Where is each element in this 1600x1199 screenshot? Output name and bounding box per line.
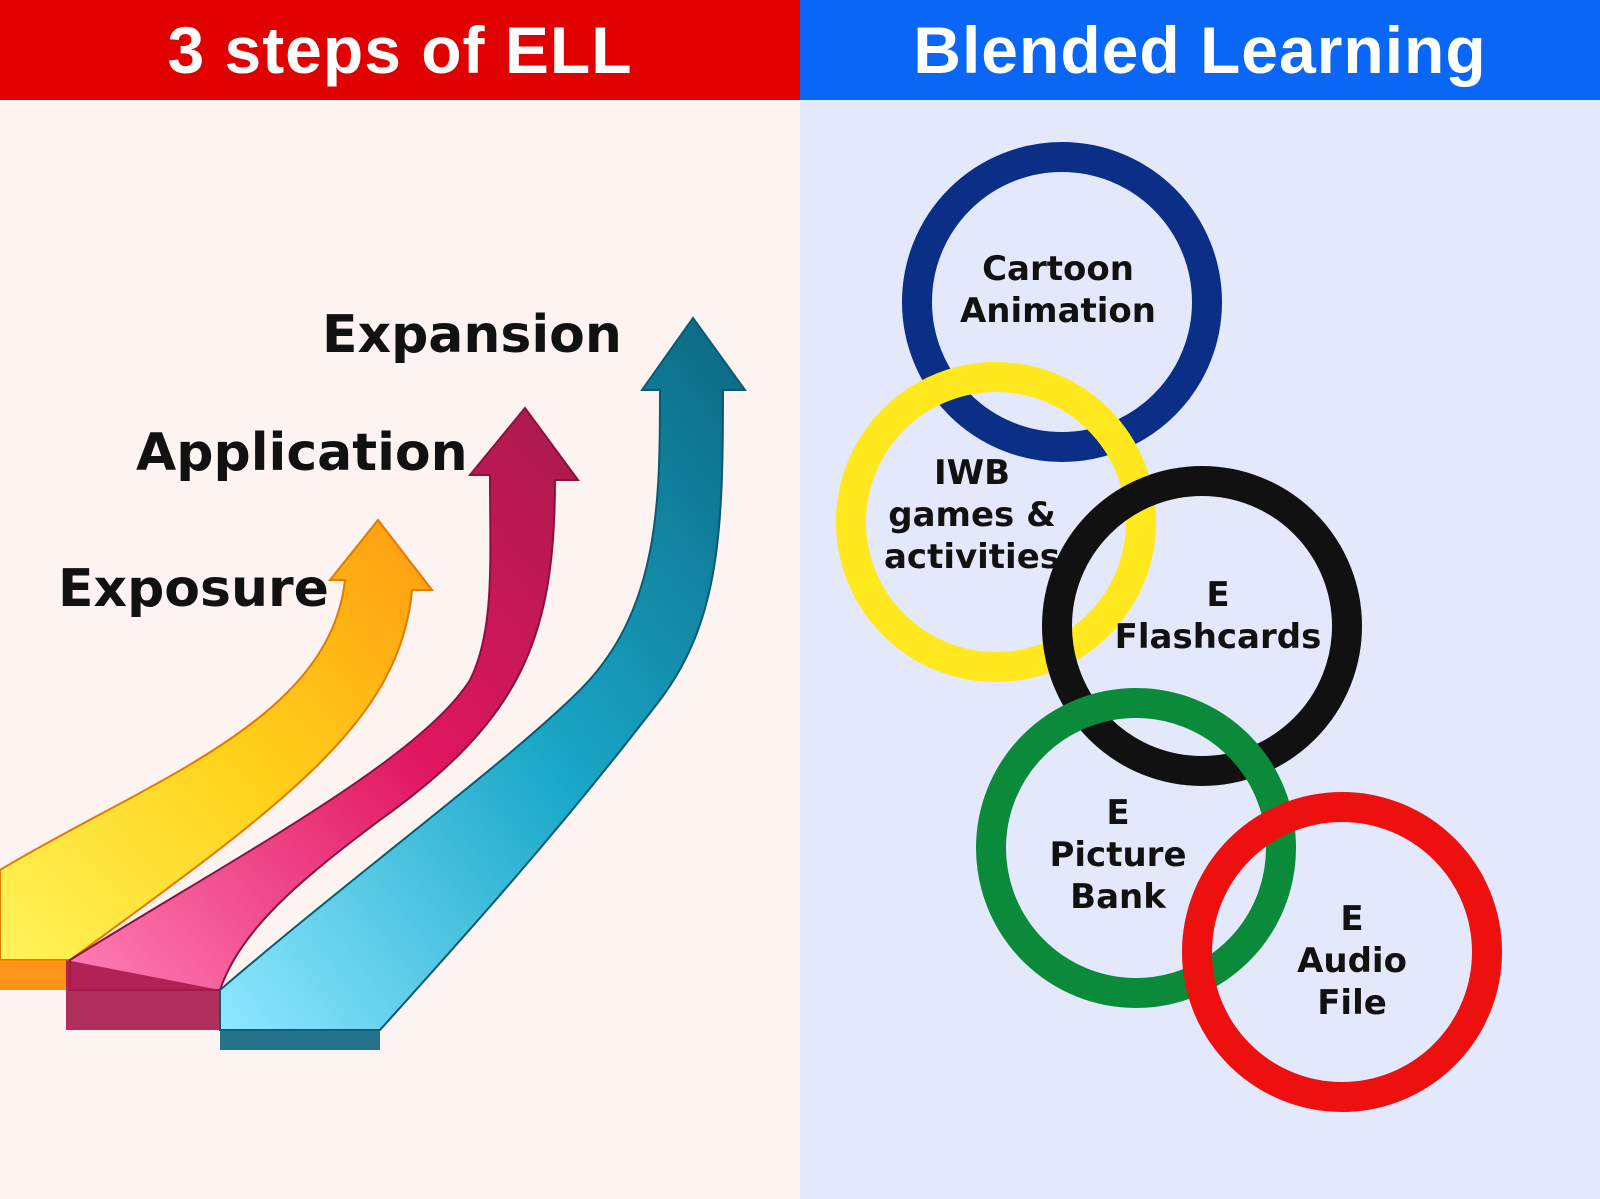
- ring-2: [836, 362, 1156, 682]
- left-panel: 3 steps of ELL: [0, 0, 800, 1199]
- expansion-arrow: [219, 316, 747, 1031]
- ring-label-line: E: [1206, 575, 1229, 615]
- ring-label-line: Audio: [1297, 941, 1407, 981]
- application-arrow: [69, 406, 580, 991]
- ring-5: [1182, 792, 1502, 1112]
- ring-label-line: activities: [884, 537, 1060, 577]
- ring-4: [976, 688, 1296, 1008]
- left-header: 3 steps of ELL: [0, 0, 800, 100]
- ring-label-line: E: [1106, 793, 1129, 833]
- left-body: Exposure Application Expansion: [0, 100, 800, 1199]
- ring-label-line: Cartoon: [982, 249, 1134, 289]
- step-label-application: Application: [136, 423, 468, 483]
- ring-label-line: File: [1317, 983, 1387, 1023]
- ring-label-line: Flashcards: [1115, 617, 1322, 657]
- left-title: 3 steps of ELL: [167, 13, 633, 87]
- ring-3: [1042, 466, 1362, 786]
- steps-arrows-graphic: Exposure Application Expansion: [0, 305, 747, 1050]
- ring-label-line: Picture: [1049, 835, 1186, 875]
- exposure-arrow: [0, 518, 435, 961]
- right-header: Blended Learning: [800, 0, 1600, 100]
- ring-label-line: Bank: [1070, 877, 1167, 917]
- ring-label-line: Animation: [960, 291, 1156, 331]
- right-title: Blended Learning: [913, 13, 1487, 87]
- step-label-expansion: Expansion: [322, 305, 622, 365]
- ring-label-line: E: [1340, 899, 1363, 939]
- ring-1: [902, 142, 1222, 462]
- step-label-exposure: Exposure: [58, 559, 329, 619]
- ring-label-line: IWB: [934, 453, 1010, 493]
- ring-label-line: games &: [888, 495, 1056, 535]
